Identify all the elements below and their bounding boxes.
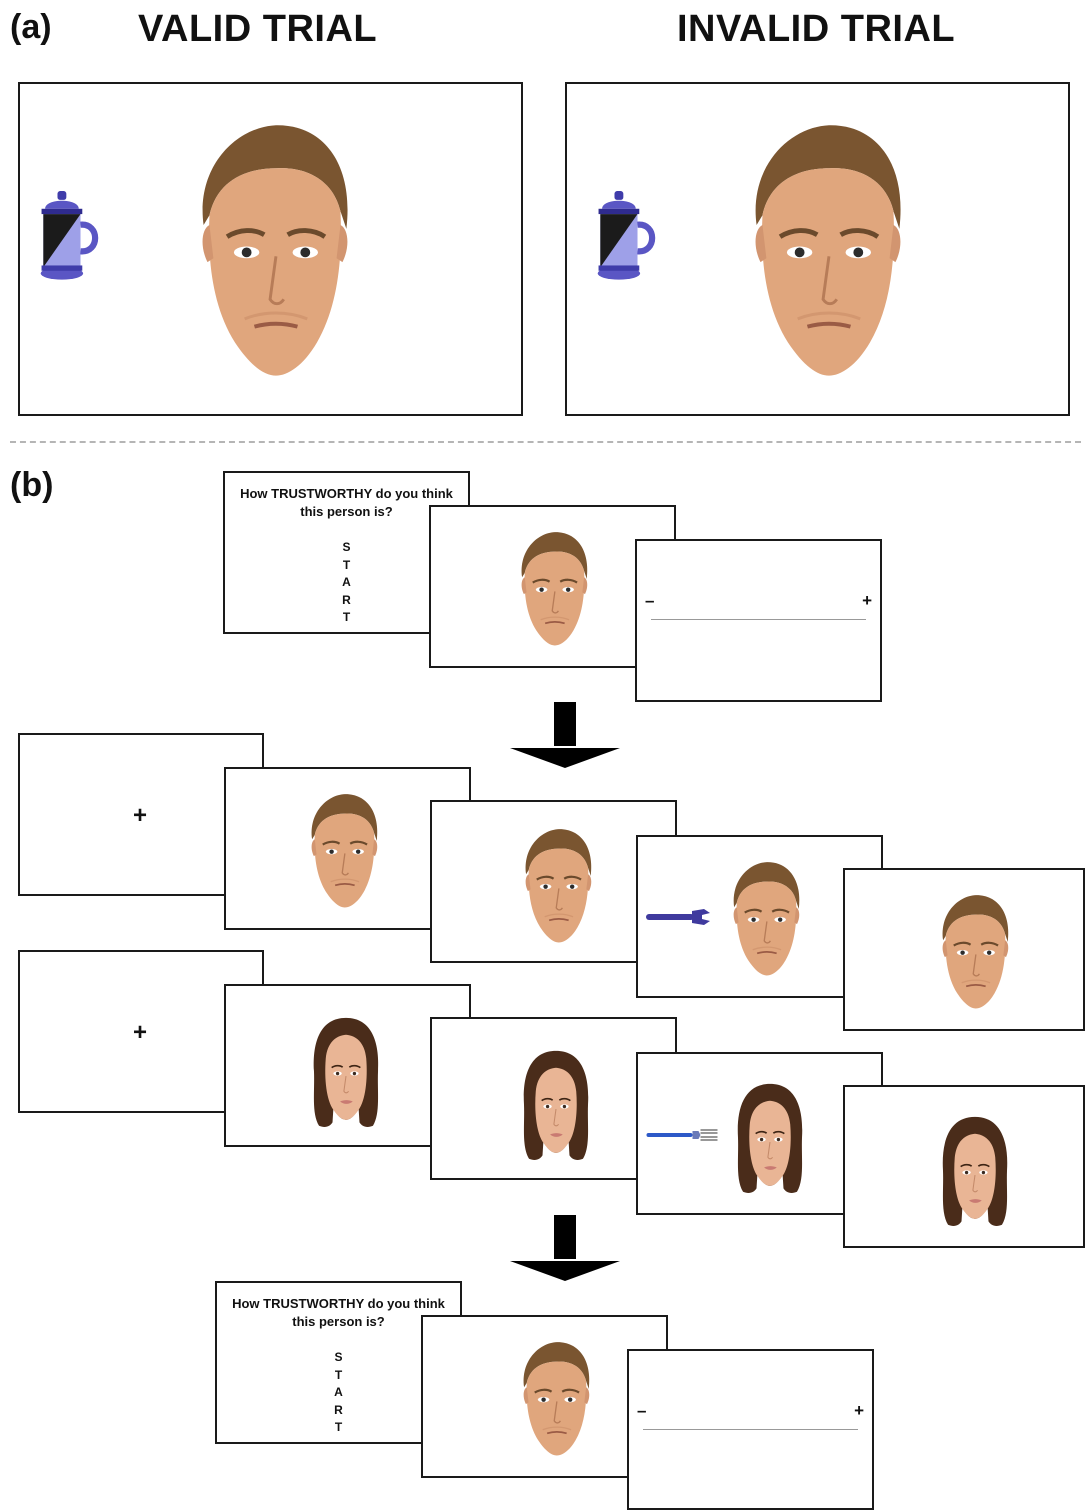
scale-minus: – <box>645 591 655 610</box>
male-face <box>304 787 384 911</box>
rating-scale-line <box>651 619 866 620</box>
rating-question: How TRUSTWORTHY do you think this person… <box>225 485 468 521</box>
panel-b-label: (b) <box>10 466 54 504</box>
start-letter: R <box>334 1402 343 1417</box>
object-screen <box>636 835 883 998</box>
rating-question-line2: this person is? <box>300 504 393 519</box>
down-arrow-icon <box>510 1215 620 1281</box>
female-face <box>296 1012 396 1130</box>
rating-scale-line <box>643 1429 858 1430</box>
fixation-screen: + <box>18 733 264 896</box>
start-label: S T A R T <box>225 539 468 627</box>
male-face <box>518 822 598 946</box>
female-face <box>506 1045 606 1163</box>
start-letter: T <box>334 1367 343 1382</box>
female-face <box>925 1111 1025 1229</box>
female-face <box>720 1078 820 1196</box>
rating-scale-screen: – + <box>627 1349 874 1510</box>
gaze-cue-screen <box>430 800 677 963</box>
fixation-cross: + <box>133 1019 148 1046</box>
face-screen <box>843 1085 1085 1248</box>
coffee-pot-icon <box>595 188 657 288</box>
start-letter: S <box>334 1350 343 1364</box>
scale-minus: – <box>637 1401 647 1420</box>
invalid-trial-title: INVALID TRIAL <box>677 8 956 50</box>
male-face <box>513 525 595 649</box>
rating-question-line1: How TRUSTWORTHY do you think <box>232 1296 445 1311</box>
coffee-pot-icon <box>38 188 100 288</box>
start-letter: R <box>342 592 351 607</box>
object-screen <box>636 1052 883 1215</box>
face-screen <box>421 1315 668 1478</box>
valid-trial-screen <box>18 82 523 416</box>
start-letter: T <box>342 557 351 572</box>
start-letter: A <box>342 575 351 589</box>
rating-question: How TRUSTWORTHY do you think this person… <box>217 1295 460 1331</box>
male-face <box>739 109 915 384</box>
face-screen <box>224 984 471 1147</box>
start-letter: T <box>342 610 351 624</box>
male-face <box>935 888 1015 1012</box>
down-arrow-icon <box>510 702 620 768</box>
start-label: S T A R T <box>217 1349 460 1437</box>
face-screen <box>843 868 1085 1031</box>
panel-a-label: (a) <box>10 8 52 46</box>
fixation-screen: + <box>18 950 264 1113</box>
start-letter: A <box>334 1385 343 1399</box>
face-screen <box>429 505 676 668</box>
start-letter: T <box>334 1420 343 1434</box>
rating-question-line1: How TRUSTWORTHY do you think <box>240 486 453 501</box>
start-letter: S <box>342 540 351 554</box>
valid-trial-title: VALID TRIAL <box>138 8 378 50</box>
panel-divider <box>10 441 1081 443</box>
invalid-trial-screen <box>565 82 1070 416</box>
fork-icon <box>644 1128 720 1142</box>
male-face <box>515 1335 597 1459</box>
scale-plus: + <box>862 591 872 610</box>
rating-question-screen: How TRUSTWORTHY do you think this person… <box>215 1281 462 1444</box>
rating-question-line2: this person is? <box>292 1314 385 1329</box>
rating-scale-screen: – + <box>635 539 882 702</box>
fixation-cross: + <box>133 802 148 829</box>
rating-question-screen: How TRUSTWORTHY do you think this person… <box>223 471 470 634</box>
wrench-icon <box>644 907 714 927</box>
male-face <box>186 109 362 384</box>
scale-plus: + <box>854 1401 864 1420</box>
male-face <box>726 855 806 979</box>
gaze-cue-screen <box>430 1017 677 1180</box>
